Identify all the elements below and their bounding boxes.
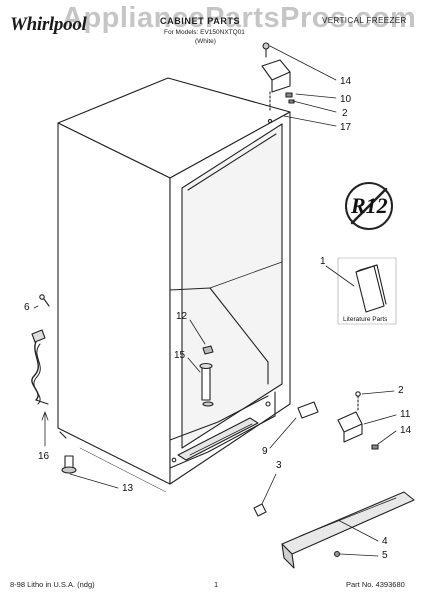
callout-leaders [33, 45, 397, 557]
power-cord [31, 294, 50, 405]
color-line: (White) [195, 38, 216, 45]
cabinet-body [57, 77, 291, 485]
top-hinge-assembly [261, 42, 295, 113]
callout-16: 16 [38, 451, 50, 462]
drain-tube [199, 345, 214, 407]
callout-14-bottom: 14 [400, 425, 412, 436]
r12-badge [345, 182, 393, 230]
leveling-leg [59, 431, 77, 474]
toe-grille [281, 491, 415, 569]
callout-15: 15 [174, 350, 186, 361]
brand-logo: Whirlpool [10, 14, 87, 35]
callout-14-top: 14 [340, 76, 352, 87]
bottom-hinge-bracket [337, 391, 379, 450]
grille-clip [253, 503, 267, 517]
r12-badge-text: R12 [351, 193, 388, 218]
callout-9: 9 [262, 446, 268, 457]
literature-label: Literature Parts [343, 316, 388, 323]
diagram-title: CABINET PARTS [160, 16, 241, 26]
callout-12: 12 [176, 311, 188, 322]
footer-page-number: 1 [214, 580, 219, 589]
footer-litho: 8-98 Litho in U.S.A. (ndg) [10, 580, 95, 589]
model-line: For Models: EV150NXTQ01 [164, 29, 245, 36]
callout-4: 4 [382, 536, 388, 547]
callout-10: 10 [340, 94, 352, 105]
callout-17: 17 [340, 122, 352, 133]
callout-11: 11 [400, 409, 411, 420]
callout-2-bottom: 2 [398, 385, 404, 396]
callout-3: 3 [276, 460, 282, 471]
callout-6: 6 [24, 302, 30, 313]
watermark-text: AppliancePartsPros.com [62, 2, 417, 34]
callout-2-top: 2 [342, 108, 348, 119]
literature-booklet [337, 257, 397, 325]
callout-13: 13 [122, 483, 134, 494]
callout-1: 1 [320, 256, 326, 267]
product-name: VERTICAL FREEZER [322, 16, 407, 25]
callout-5: 5 [382, 550, 388, 561]
footer-part-number: Part No. 4393680 [346, 580, 405, 589]
spacer-block [297, 401, 319, 419]
